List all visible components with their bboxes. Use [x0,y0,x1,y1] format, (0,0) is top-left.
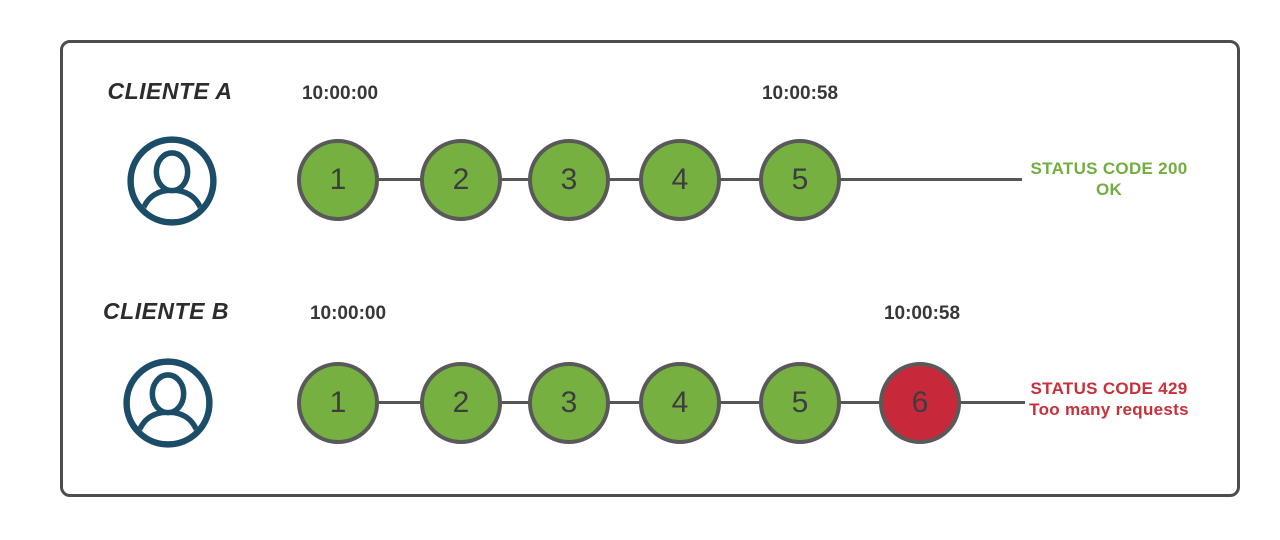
client-b-status-code: STATUS CODE 429 [1030,379,1188,398]
client-b-status-message: Too many requests [1029,400,1189,419]
request-circle-a-3: 3 [528,139,610,221]
request-circle-b-1: 1 [297,362,379,444]
client-b-label: CLIENTE B [103,298,229,324]
request-circle-b-5: 5 [759,362,841,444]
client-a-end-timestamp: 10:00:58 [761,83,839,104]
client-a-status-code: STATUS CODE 200 [1030,159,1188,178]
request-circle-b-3: 3 [528,362,610,444]
request-circle-b-4: 4 [639,362,721,444]
client-a-status: STATUS CODE 200 OK [1023,158,1195,200]
request-circle-b-2: 2 [420,362,502,444]
user-icon-head [153,150,191,194]
user-icon-head [149,372,187,416]
request-circle-a-2: 2 [420,139,502,221]
user-icon [123,358,213,448]
client-a-status-message: OK [1095,180,1123,199]
client-a-start-timestamp: 10:00:00 [301,83,379,104]
user-icon-ring [127,136,217,226]
request-circle-a-1: 1 [297,139,379,221]
client-b-end-timestamp: 10:00:58 [883,303,961,324]
user-icon [127,136,217,226]
request-circle-a-5: 5 [759,139,841,221]
client-b-status: STATUS CODE 429 Too many requests [1023,378,1195,420]
client-b-start-timestamp: 10:00:00 [309,303,387,324]
user-icon-ring [123,358,213,448]
request-circle-a-4: 4 [639,139,721,221]
request-circle-b-6-blocked: 6 [879,362,961,444]
client-a-label: CLIENTE A [107,78,233,104]
